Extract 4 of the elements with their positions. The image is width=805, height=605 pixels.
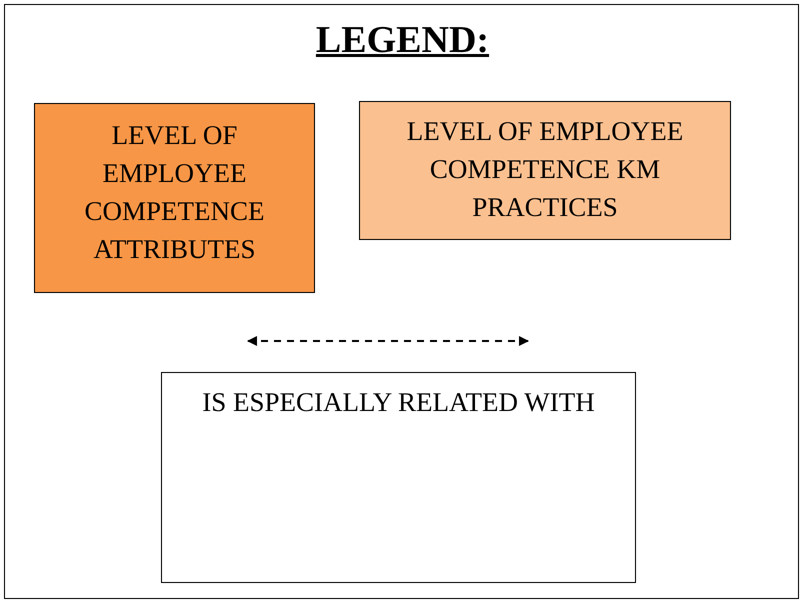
- legend-text: LEVEL OF EMPLOYEE COMPETENCE ATTRIBUTES: [83, 119, 266, 266]
- legend-title: LEGEND:: [316, 19, 490, 61]
- legend-text: IS ESPECIALLY RELATED WITH: [202, 386, 595, 419]
- legend-text: LEVEL OF EMPLOYEE COMPETENCE KM PRACTICES: [406, 115, 684, 224]
